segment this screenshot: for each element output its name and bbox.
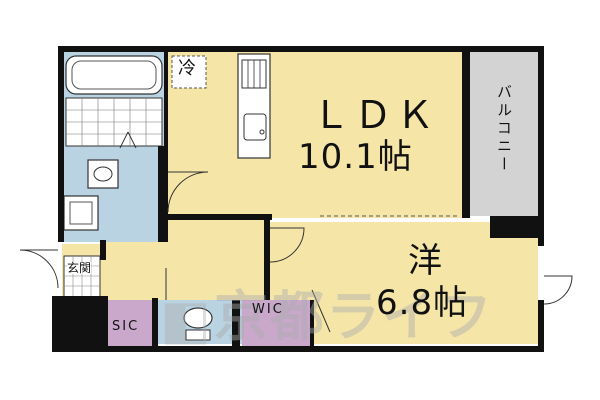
balcony-label: バルコニー bbox=[495, 84, 513, 174]
bath-floor-tiles bbox=[65, 97, 163, 147]
sic-closet bbox=[108, 300, 156, 352]
wash-basin bbox=[87, 159, 119, 189]
western-room-label: 洋 bbox=[408, 241, 443, 281]
western-room-size: 6.8帖 bbox=[376, 283, 469, 323]
watermark: 京都ライフ bbox=[214, 285, 494, 348]
ldk-label: ＬＤＫ bbox=[312, 93, 439, 137]
sink bbox=[243, 113, 267, 141]
sic-label: SIC bbox=[112, 319, 140, 334]
watermark-mark: ◧ bbox=[160, 288, 211, 351]
wic-label: WIC bbox=[252, 302, 284, 317]
doors bbox=[19, 171, 573, 333]
entrance-label: 玄関 bbox=[67, 261, 92, 275]
fridge-space bbox=[171, 55, 207, 89]
wic-closet bbox=[242, 300, 312, 352]
bathtub-inner bbox=[71, 60, 157, 90]
toilet-bowl bbox=[183, 307, 213, 329]
balcony-area bbox=[470, 52, 540, 216]
walls bbox=[52, 46, 544, 352]
fridge-label: 冷 bbox=[178, 58, 196, 79]
washing-machine-space bbox=[63, 195, 99, 231]
ldk-size: 10.1帖 bbox=[298, 137, 413, 177]
ldk-room bbox=[168, 52, 465, 218]
